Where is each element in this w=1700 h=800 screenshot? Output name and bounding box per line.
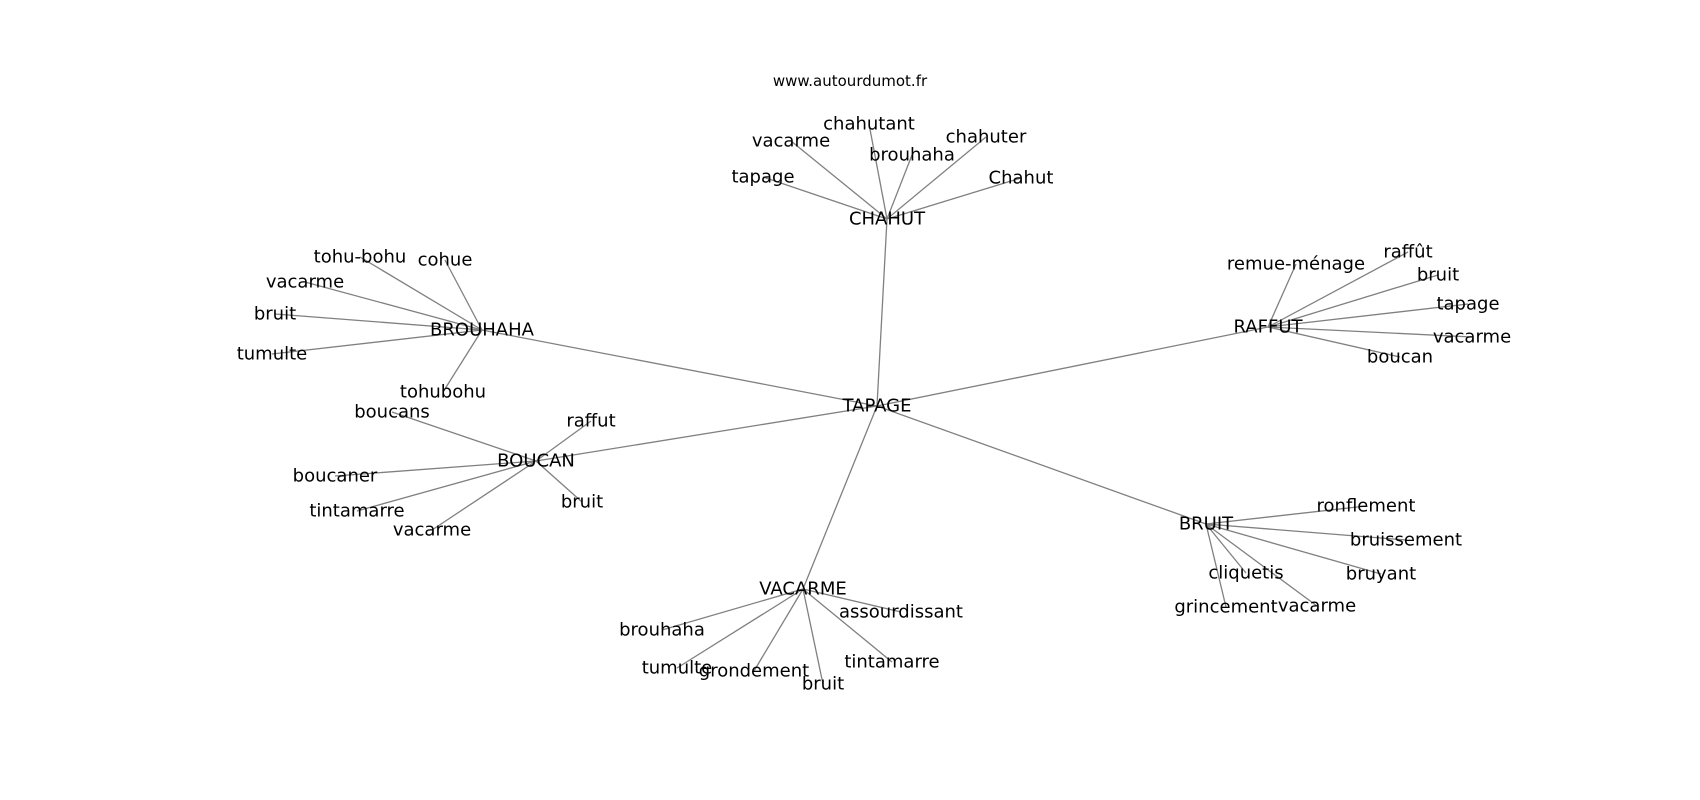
edge-hub-word bbox=[802, 588, 893, 663]
edge-root-hub bbox=[535, 405, 878, 462]
edge-hub-word bbox=[1205, 505, 1367, 525]
word-node-label: vacarme bbox=[752, 131, 830, 152]
edge-hub-word bbox=[271, 329, 483, 355]
edge-hub-word bbox=[790, 140, 888, 220]
edge-hub-word bbox=[334, 460, 537, 477]
edge-hub-word bbox=[886, 136, 987, 220]
edge-hub-word bbox=[753, 588, 804, 672]
word-node-label: ronflement bbox=[1317, 496, 1416, 517]
edge-hub-word bbox=[661, 588, 804, 631]
edge-hub-word bbox=[431, 460, 537, 531]
hub-node-label: BROUHAHA bbox=[430, 320, 535, 341]
word-node-label: raffut bbox=[566, 411, 615, 432]
word-node-label: tohu-bohu bbox=[314, 247, 407, 268]
word-node-label: brouhaha bbox=[869, 145, 955, 166]
word-node-label: boucans bbox=[354, 402, 430, 423]
edge-hub-word bbox=[886, 154, 913, 220]
word-node-label: cliquetis bbox=[1208, 563, 1283, 584]
site-watermark: www.autourdumot.fr bbox=[772, 72, 928, 90]
edge-hub-word bbox=[535, 420, 592, 462]
edge-hub-word bbox=[1205, 523, 1227, 608]
edge-hub-word bbox=[676, 588, 804, 669]
edge-hub-word bbox=[359, 256, 483, 331]
edge-hub-word bbox=[1205, 523, 1407, 541]
graph-edges bbox=[271, 123, 1473, 685]
edge-hub-word bbox=[1267, 274, 1439, 328]
edge-hub-word bbox=[1205, 523, 1382, 575]
word-node-label: bruit bbox=[1417, 265, 1459, 286]
word-node-label: vacarme bbox=[393, 520, 471, 541]
edge-root-hub bbox=[481, 329, 878, 407]
edge-hub-word bbox=[762, 176, 888, 220]
word-node-label: bruissement bbox=[1350, 530, 1462, 551]
word-node-label: vacarme bbox=[1433, 327, 1511, 348]
edge-hub-word bbox=[1267, 326, 1473, 338]
hub-node-label: BRUIT bbox=[1179, 514, 1234, 535]
word-node-label: grincement bbox=[1174, 597, 1277, 618]
hub-node-label: VACARME bbox=[759, 579, 846, 600]
edge-hub-word bbox=[1205, 523, 1247, 574]
edge-root-hub bbox=[876, 405, 1207, 525]
edge-hub-word bbox=[535, 460, 583, 503]
word-node-label: tohubohu bbox=[400, 382, 486, 403]
word-node-label: tapage bbox=[731, 167, 794, 188]
edge-hub-word bbox=[274, 313, 483, 331]
word-node-label: vacarme bbox=[266, 272, 344, 293]
edge-hub-word bbox=[444, 259, 483, 331]
word-node-label: bruit bbox=[254, 304, 296, 325]
word-node-label: cohue bbox=[418, 250, 473, 271]
edge-root-hub bbox=[876, 326, 1269, 407]
edge-hub-word bbox=[391, 411, 537, 462]
word-node-label: Chahut bbox=[989, 168, 1054, 189]
word-node-label: assourdissant bbox=[839, 602, 963, 623]
word-node-label: remue-ménage bbox=[1227, 254, 1365, 275]
edge-hub-word bbox=[1267, 251, 1409, 328]
word-node-label: tumulte bbox=[237, 344, 308, 365]
edge-root-hub bbox=[876, 218, 888, 407]
edge-hub-word bbox=[1267, 263, 1297, 328]
word-node-label: chahuter bbox=[946, 127, 1027, 148]
edge-hub-word bbox=[356, 460, 537, 512]
word-node-label: grondement bbox=[699, 661, 809, 682]
word-node-label: raffût bbox=[1383, 242, 1432, 263]
word-node-label: tintamarre bbox=[844, 652, 939, 673]
word-node-label: vacarme bbox=[1278, 596, 1356, 617]
word-node-label: brouhaha bbox=[619, 620, 705, 641]
root-node-label: TAPAGE bbox=[842, 396, 912, 417]
word-node-label: tapage bbox=[1436, 294, 1499, 315]
edge-hub-word bbox=[1205, 523, 1318, 607]
edge-hub-word bbox=[1267, 303, 1469, 328]
hub-node-label: RAFFUT bbox=[1234, 317, 1304, 338]
edge-hub-word bbox=[442, 329, 483, 393]
edge-root-hub bbox=[802, 405, 878, 590]
word-node-label: tintamarre bbox=[309, 501, 404, 522]
edge-hub-word bbox=[304, 281, 483, 331]
word-node-label: boucan bbox=[1367, 347, 1433, 368]
word-node-label: boucaner bbox=[293, 466, 378, 487]
edge-hub-word bbox=[802, 588, 824, 685]
word-node-label: tumulte bbox=[642, 658, 713, 679]
hub-node-label: CHAHUT bbox=[849, 209, 926, 230]
word-node-label: chahutant bbox=[823, 114, 915, 135]
word-node-label: bruit bbox=[802, 674, 844, 695]
edge-hub-word bbox=[1267, 326, 1401, 358]
edge-hub-word bbox=[802, 588, 902, 613]
word-node-label: bruit bbox=[561, 492, 603, 513]
edge-hub-word bbox=[868, 123, 888, 220]
hub-node-label: BOUCAN bbox=[497, 451, 575, 472]
edge-hub-word bbox=[886, 177, 1022, 220]
word-node-label: bruyant bbox=[1346, 564, 1416, 585]
